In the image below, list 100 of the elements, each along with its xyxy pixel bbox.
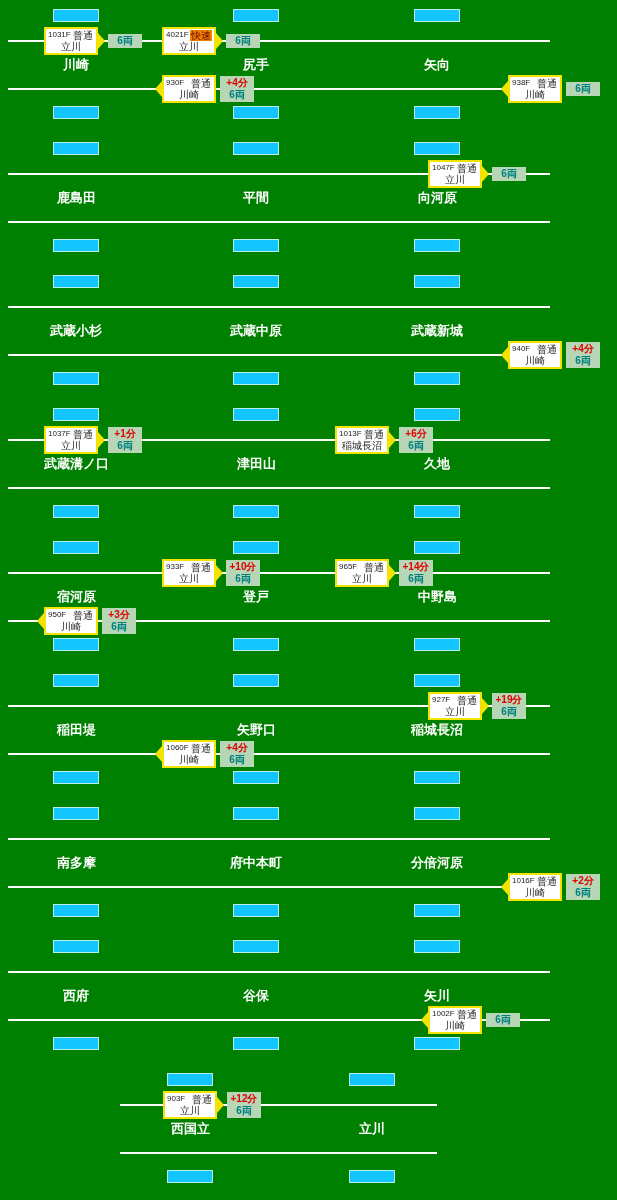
car-count: 6両 (495, 1014, 511, 1026)
delay-time: +12分 (230, 1093, 258, 1105)
station-name: 南多摩 (56, 855, 96, 871)
train-number: 1047F (432, 163, 455, 173)
train-tag (162, 27, 216, 55)
train-number: 1060F (166, 743, 189, 753)
destination: 立川 (178, 573, 199, 585)
train-number: 1002F (432, 1009, 455, 1019)
destination: 川崎 (60, 621, 81, 633)
station-name: 尻手 (243, 57, 269, 73)
station-name: 稲城長沼 (411, 722, 463, 738)
destination: 川崎 (524, 89, 545, 101)
station-name: 西府 (63, 988, 89, 1004)
service-type: 普通 (363, 428, 385, 440)
service-type: 普通 (191, 742, 212, 754)
station-name: 矢向 (424, 57, 450, 73)
train-number: 1013F (339, 429, 362, 439)
destination: 川崎 (178, 89, 199, 101)
delay-time: +3分 (108, 609, 130, 621)
station-name: 鹿島田 (56, 190, 96, 206)
car-count: 6両 (575, 83, 591, 95)
car-count: 6両 (408, 573, 424, 585)
train-number: 965F (339, 562, 358, 572)
delay-time: +6分 (405, 428, 427, 440)
train-tag (428, 692, 482, 720)
train-number: 933F (166, 562, 185, 572)
train-number: 930F (166, 78, 185, 88)
destination: 稲城長沼 (341, 440, 383, 452)
car-count: 6両 (111, 621, 127, 633)
destination: 川崎 (524, 887, 545, 899)
train-tag (508, 75, 562, 103)
delay-time: +4分 (572, 343, 594, 355)
destination: 立川 (178, 41, 200, 53)
train-tag (163, 1091, 217, 1119)
service-type: 普通 (191, 561, 212, 573)
train-tag (428, 1006, 482, 1034)
train-tag (508, 341, 562, 369)
car-count: 6両 (408, 440, 424, 452)
service-type: 普通 (191, 77, 212, 89)
train-number: 1016F (512, 876, 535, 886)
train-tag (428, 160, 482, 188)
car-count: 6両 (117, 440, 133, 452)
train-tag (508, 873, 562, 901)
service-type: 普通 (537, 77, 558, 89)
train-tag (44, 426, 98, 454)
service-type: 普通 (364, 561, 385, 573)
destination: 立川 (60, 41, 81, 53)
station-name: 稲田堤 (56, 722, 96, 738)
service-type: 普通 (457, 1008, 478, 1020)
service-type: 普通 (192, 1093, 213, 1105)
service-type: 普通 (537, 343, 558, 355)
car-count: 6両 (501, 168, 517, 180)
train-number: 940F (512, 344, 531, 354)
station-name: 立川 (359, 1121, 385, 1137)
station-name: 矢野口 (236, 722, 276, 738)
station-name: 津田山 (236, 456, 276, 472)
train-number: 927F (432, 695, 451, 705)
car-count: 6両 (501, 706, 517, 718)
station-name: 平間 (243, 190, 269, 206)
destination: 川崎 (178, 754, 199, 766)
service-type: 普通 (73, 428, 94, 440)
train-number: 4021F (166, 30, 189, 40)
train-tag (335, 559, 389, 587)
car-count: 6両 (229, 89, 245, 101)
station-name: 登戸 (243, 589, 269, 605)
destination: 立川 (351, 573, 372, 585)
service-type: 普通 (73, 29, 94, 41)
train-number: 1037F (48, 429, 71, 439)
car-count: 6両 (235, 573, 251, 585)
train-tag (44, 27, 98, 55)
destination: 立川 (179, 1105, 200, 1117)
train-number: 903F (167, 1094, 186, 1104)
delay-time: +1分 (114, 428, 136, 440)
car-count: 6両 (236, 1105, 252, 1117)
train-tag (162, 75, 216, 103)
service-type: 普通 (457, 162, 478, 174)
station-name: 府中本町 (230, 855, 282, 871)
train-tag (162, 740, 216, 768)
train-number: 938F (512, 78, 531, 88)
car-count: 6両 (229, 754, 245, 766)
train-number: 950F (48, 610, 67, 620)
station-name: 向河原 (417, 190, 457, 206)
car-count: 6両 (235, 35, 251, 47)
train-tag (44, 607, 98, 635)
station-name: 中野島 (417, 589, 457, 605)
delay-time: +2分 (572, 875, 594, 887)
station-name: 武蔵新城 (411, 323, 463, 339)
train-tag (162, 559, 216, 587)
service-type: 普通 (457, 694, 478, 706)
train-tag (335, 426, 389, 454)
service-type: 普通 (73, 609, 94, 621)
car-count: 6両 (117, 35, 133, 47)
station-name: 分倍河原 (411, 855, 463, 871)
destination: 立川 (444, 706, 465, 718)
train-number: 1031F (48, 30, 71, 40)
delay-time: +10分 (229, 561, 257, 573)
delay-time: +14分 (402, 561, 430, 573)
service-type: 快速 (190, 29, 212, 41)
delay-time: +4分 (226, 77, 248, 89)
delay-time: +4分 (226, 742, 248, 754)
